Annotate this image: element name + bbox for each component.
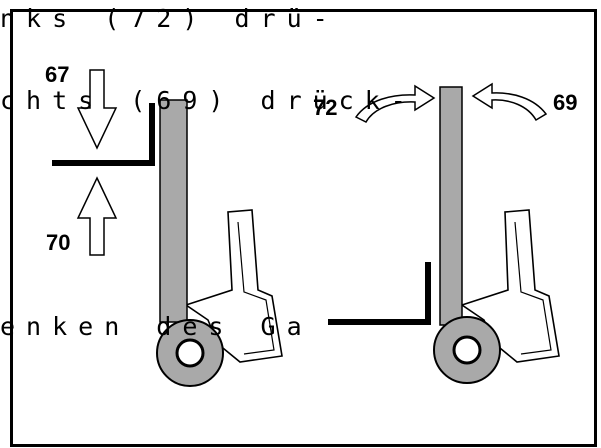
- callout-69: 69: [553, 90, 577, 115]
- right-fork: [328, 262, 431, 325]
- text-line-1: nks (72) drü-: [0, 4, 339, 33]
- diagram-frame: [10, 9, 597, 447]
- left-chassis-inner: [237, 221, 275, 355]
- callout-70: 70: [46, 230, 70, 255]
- left-mast: [159, 99, 188, 323]
- curved-arrow-72: [354, 84, 436, 123]
- arrow-up-70: [76, 176, 118, 256]
- left-wheel: [156, 319, 224, 387]
- arrow-down-67: [76, 69, 118, 150]
- right-forklift: [328, 82, 560, 384]
- callout-67: 67: [45, 62, 69, 87]
- text-line-3: enken des Ga: [0, 312, 313, 341]
- curved-arrow-69: [471, 82, 548, 122]
- right-mast: [439, 86, 463, 326]
- left-fork: [52, 103, 155, 166]
- right-chassis-inner: [514, 221, 552, 355]
- text-line-2: chts (69) drück-: [0, 86, 417, 115]
- left-forklift: [52, 69, 283, 387]
- callout-72: 72: [313, 95, 337, 120]
- right-wheel: [433, 316, 501, 384]
